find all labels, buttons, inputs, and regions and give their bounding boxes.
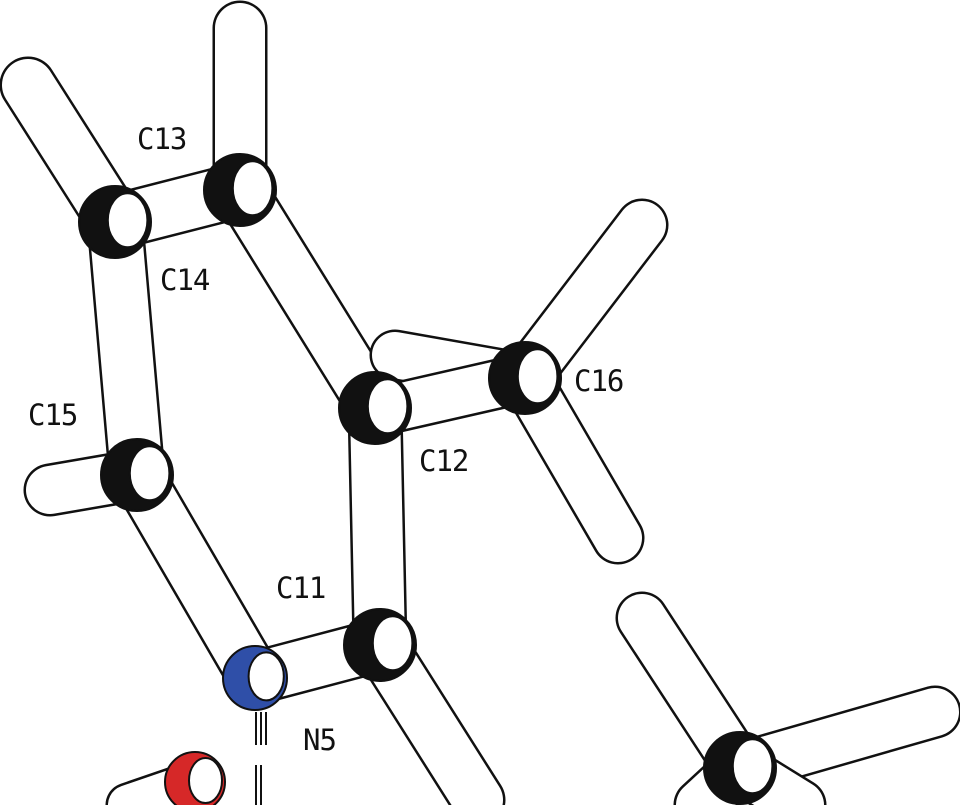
bond-ticks (255, 712, 267, 805)
atom-C13 (203, 153, 277, 227)
label-N5: N5 (303, 723, 336, 757)
atom-C15 (100, 438, 174, 512)
atom-C11 (343, 608, 417, 682)
atom-N5 (222, 645, 288, 711)
bond (347, 380, 408, 673)
bond (86, 193, 166, 504)
atom-C12 (338, 371, 412, 445)
atom-C14 (78, 185, 152, 259)
label-C12: C12 (419, 444, 468, 478)
label-C14: C14 (160, 263, 210, 297)
bond (212, 162, 403, 436)
atom-labels: C13 C14 C15 C16 C12 C11 N5 (28, 122, 624, 757)
bond (109, 447, 283, 706)
atoms-layer (78, 153, 777, 805)
label-C15: C15 (28, 398, 77, 432)
atom-C16 (488, 341, 562, 415)
atom-O_partial (164, 751, 226, 805)
atom-C_partial (703, 731, 777, 805)
label-C11: C11 (276, 571, 325, 605)
label-C16: C16 (574, 364, 623, 398)
label-C13: C13 (137, 122, 186, 156)
